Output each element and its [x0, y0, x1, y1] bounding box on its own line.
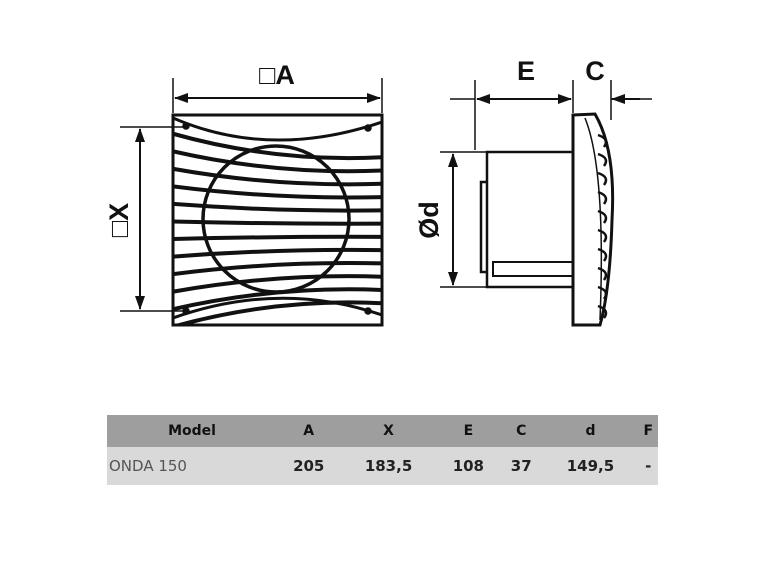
louvre-curve: [173, 296, 382, 320]
fin-line: [597, 171, 608, 186]
header-c: C: [500, 415, 543, 447]
cell-e: 108: [436, 447, 501, 485]
cell-f: -: [638, 447, 658, 485]
cell-x: 183,5: [340, 447, 437, 485]
fin-line: [597, 228, 608, 243]
fan-dimension-drawing: □A □X E C Ød: [104, 56, 652, 327]
louvre-line: [173, 261, 382, 277]
dimension-e-label: E: [517, 56, 535, 86]
cell-model: ONDA 150: [107, 447, 277, 485]
fin-line: [597, 304, 608, 319]
cell-a: 205: [277, 447, 341, 485]
table-row: ONDA 150 205 183,5 108 37 149,5 -: [107, 447, 658, 485]
header-x: X: [340, 415, 437, 447]
fin-line: [597, 209, 608, 224]
louvre-line: [173, 300, 382, 325]
louvre-line: [173, 274, 382, 294]
dimension-c-label: C: [585, 56, 605, 86]
cell-c: 37: [500, 447, 543, 485]
louvre-line: [173, 247, 382, 259]
fin-line: [597, 152, 608, 167]
louvre-line: [173, 234, 382, 242]
louvre-line: [173, 201, 382, 213]
fin-line: [597, 285, 608, 300]
header-d: d: [542, 415, 639, 447]
header-a: A: [277, 415, 341, 447]
fin-line: [597, 190, 608, 205]
dimensions-table: Model A X E C d F ONDA 150 205 183,5 108…: [107, 415, 658, 485]
fin-line: [597, 133, 608, 148]
side-view: [479, 112, 615, 327]
table-header-row: Model A X E C d F: [107, 415, 658, 447]
cell-d: 149,5: [542, 447, 639, 485]
louvre-line: [173, 184, 382, 200]
dimension-a-label: □A: [259, 60, 295, 90]
louvre-line: [173, 131, 382, 161]
fin-line: [597, 266, 608, 281]
fin-line: [597, 247, 608, 262]
header-model: Model: [107, 415, 277, 447]
louvre-line: [173, 166, 382, 187]
dimension-x-label: □X: [104, 203, 134, 237]
dimension-d-label: Ød: [414, 201, 444, 239]
header-f: F: [638, 415, 658, 447]
louvre-line: [173, 219, 382, 226]
louvre-curve: [173, 116, 382, 142]
louvre-line: [173, 149, 382, 174]
front-view: [171, 113, 384, 327]
header-e: E: [436, 415, 501, 447]
